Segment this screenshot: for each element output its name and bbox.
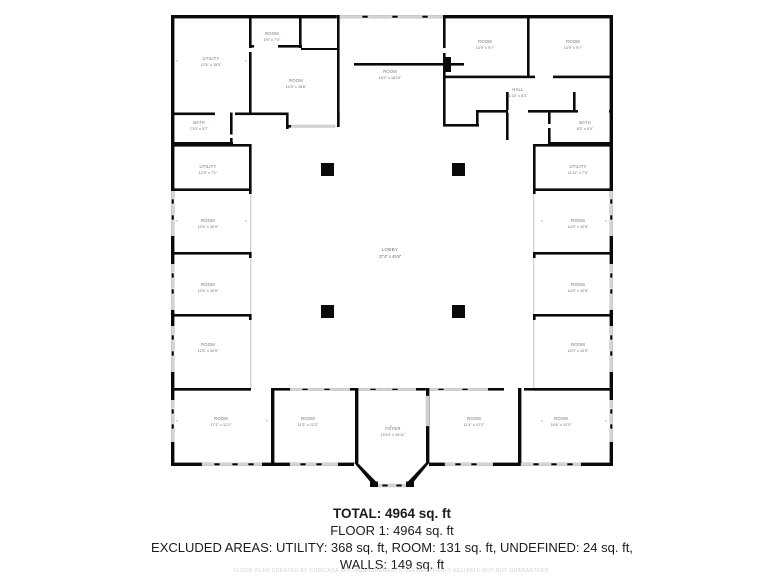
room-label-room-top-center-left-name: ROOM <box>289 78 303 83</box>
room-label-room-top-right-1-name: ROOM <box>478 39 492 44</box>
interior-walls-top-right <box>443 15 613 146</box>
wall-tick-marks <box>176 60 607 427</box>
summary-walls: WALLS: 149 sq. ft <box>339 557 445 572</box>
room-label-utility-left-name: UTILITY <box>200 164 217 169</box>
interior-walls-right-column <box>533 144 613 391</box>
room-label-room-bottom-4-name: ROOM <box>554 416 568 421</box>
floor-plan-svg: UTILITY 12'5" x 15'5" ROOM 5'9" x 7'4" R… <box>170 14 613 488</box>
lobby-columns <box>321 163 465 318</box>
summary-floor: FLOOR 1: 4964 sq. ft <box>330 523 454 538</box>
room-label-room-bottom-1-dim: 17'1" x 12'2" <box>211 423 233 427</box>
room-label-room-bottom-3-dim: 11'4" x 12'2" <box>464 423 485 427</box>
room-label-room-left-2-name: ROOM <box>201 282 215 287</box>
room-label-room-left-3-dim: 12'5" x 10'9" <box>198 349 220 353</box>
room-label-utility-left-dim: 12'5" x 7'1" <box>199 171 218 175</box>
room-label-bath-left-name: BATH <box>193 120 205 125</box>
interior-walls-top-left <box>171 15 340 146</box>
room-label-bath-left-dim: 7'10" x 5'7" <box>190 127 209 131</box>
room-label-room-left-1-dim: 12'5" x 10'9" <box>198 225 220 229</box>
interior-walls-left-column <box>171 144 252 391</box>
summary-total: TOTAL: 4964 sq. ft <box>332 506 452 521</box>
room-label-room-lobby-top-dim: 18'3" x 18'10" <box>379 76 403 80</box>
room-label-room-left-1-name: ROOM <box>201 218 215 223</box>
room-label-utility-right-name: UTILITY <box>570 164 587 169</box>
room-label-room-right-1-dim: 12'0" x 10'5" <box>568 225 590 229</box>
room-label-room-top-right-2-name: ROOM <box>566 39 580 44</box>
lobby-top-divider <box>354 63 464 66</box>
room-label-room-bottom-2-dim: 11'3" x 12'2" <box>298 423 319 427</box>
room-label-room-bottom-3-name: ROOM <box>467 416 481 421</box>
room-label-utility-top-left-name: UTILITY <box>203 56 220 61</box>
room-label-room-top-right-1-dim: 13'9" x 9'7" <box>476 46 495 50</box>
room-label-room-right-1-name: ROOM <box>571 218 585 223</box>
room-label-room-lobby-top-name: ROOM <box>383 69 397 74</box>
interior-walls-bottom-row <box>171 388 613 463</box>
room-label-hall-dim: 1'10" x 8'3" <box>509 94 528 98</box>
room-label-bath-right-dim: 8'3" x 5'4" <box>577 127 594 131</box>
room-label-room-top-small-dim: 5'9" x 7'4" <box>264 38 281 42</box>
room-label-room-bottom-1-name: ROOM <box>214 416 228 421</box>
floor-plan-canvas: UTILITY 12'5" x 15'5" ROOM 5'9" x 7'4" R… <box>170 14 613 488</box>
room-label-foyer-dim: 15'10" x 16'11" <box>381 433 406 437</box>
room-label-utility-right-dim: 11'11" x 7'4" <box>568 171 589 175</box>
room-label-room-top-center-left-dim: 14'3" x 15'6" <box>286 85 308 89</box>
room-label-room-top-right-2-dim: 13'9" x 9'7" <box>564 46 583 50</box>
room-label-room-top-small-name: ROOM <box>265 31 279 36</box>
room-label-bath-right-name: BATH <box>579 120 591 125</box>
room-label-room-left-2-dim: 12'5" x 10'5" <box>198 289 220 293</box>
room-label-room-left-3-name: ROOM <box>201 342 215 347</box>
room-label-hall-name: HALL <box>512 87 524 92</box>
room-label-lobby-name: LOBBY <box>382 247 399 252</box>
room-label-room-right-3-name: ROOM <box>571 342 585 347</box>
room-label-room-bottom-4-dim: 16'8" x 12'2" <box>551 423 573 427</box>
room-label-room-bottom-2-name: ROOM <box>301 416 315 421</box>
room-label-room-right-2-name: ROOM <box>571 282 585 287</box>
room-label-foyer-name: FOYER <box>385 426 400 431</box>
room-label-room-right-3-dim: 12'0" x 10'9" <box>568 349 590 353</box>
room-label-room-right-2-dim: 12'0" x 10'5" <box>568 289 590 293</box>
footer-disclaimer: FLOOR PLAN CREATED BY CUBICASA APP. MEAS… <box>233 568 551 574</box>
summary-excluded-areas: EXCLUDED AREAS: UTILITY: 368 sq. ft, ROO… <box>151 540 633 555</box>
room-label-utility-top-left-dim: 12'5" x 15'5" <box>201 63 223 67</box>
area-summary: TOTAL: 4964 sq. ft FLOOR 1: 4964 sq. ft … <box>0 505 784 573</box>
room-label-lobby-dim: 37'4" x 45'8" <box>379 254 402 259</box>
room-labels: UTILITY 12'5" x 15'5" ROOM 5'9" x 7'4" R… <box>190 31 594 437</box>
exterior-walls <box>170 14 613 488</box>
